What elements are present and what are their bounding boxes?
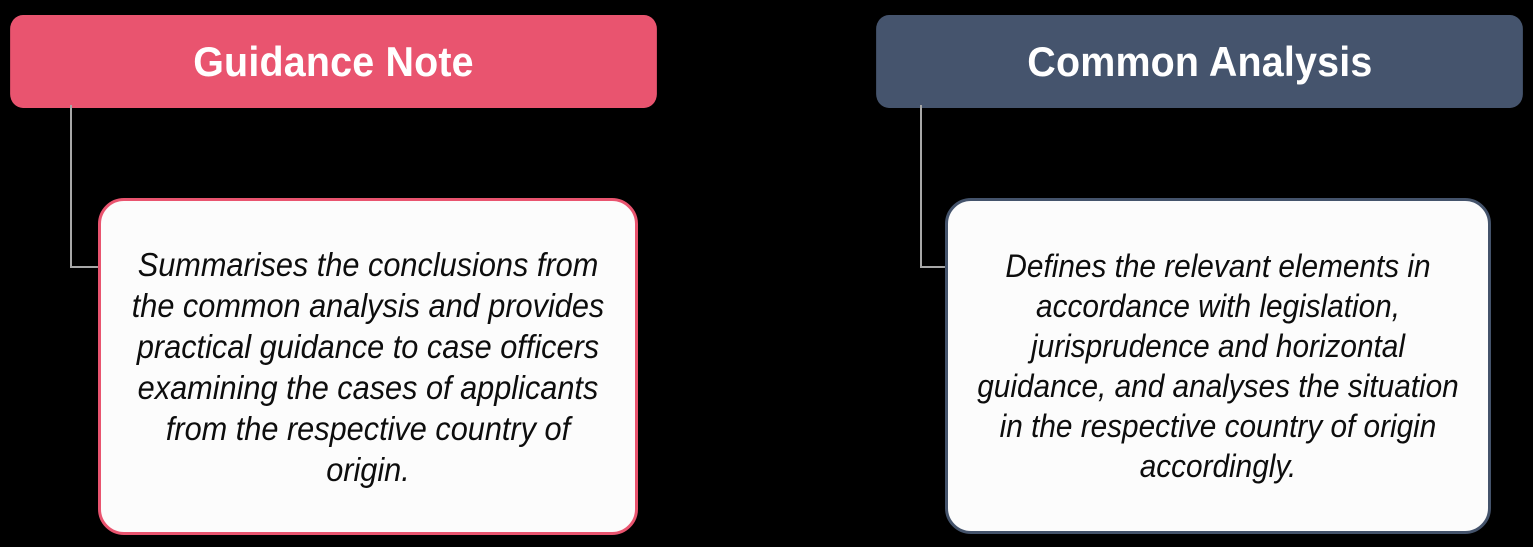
connector-horizontal-segment-right — [920, 266, 947, 268]
connector-vertical-segment-left — [70, 105, 72, 268]
header-box-guidance-note[interactable]: Guidance Note — [10, 15, 657, 108]
connector-guidance-note — [70, 105, 100, 270]
header-label-common-analysis: Common Analysis — [1026, 37, 1373, 85]
connector-horizontal-segment-left — [70, 266, 100, 268]
description-text-common-analysis: Defines the relevant elements in accorda… — [977, 248, 1459, 484]
header-box-common-analysis[interactable]: Common Analysis — [876, 15, 1523, 108]
connector-common-analysis — [920, 105, 947, 270]
description-card-common-analysis[interactable]: Defines the relevant elements in accorda… — [945, 198, 1491, 534]
description-card-guidance-note[interactable]: Summarises the conclusions from the comm… — [98, 198, 638, 535]
header-label-guidance-note: Guidance Note — [193, 37, 474, 85]
description-text-guidance-note: Summarises the conclusions from the comm… — [131, 245, 605, 488]
connector-vertical-segment-right — [920, 105, 922, 268]
